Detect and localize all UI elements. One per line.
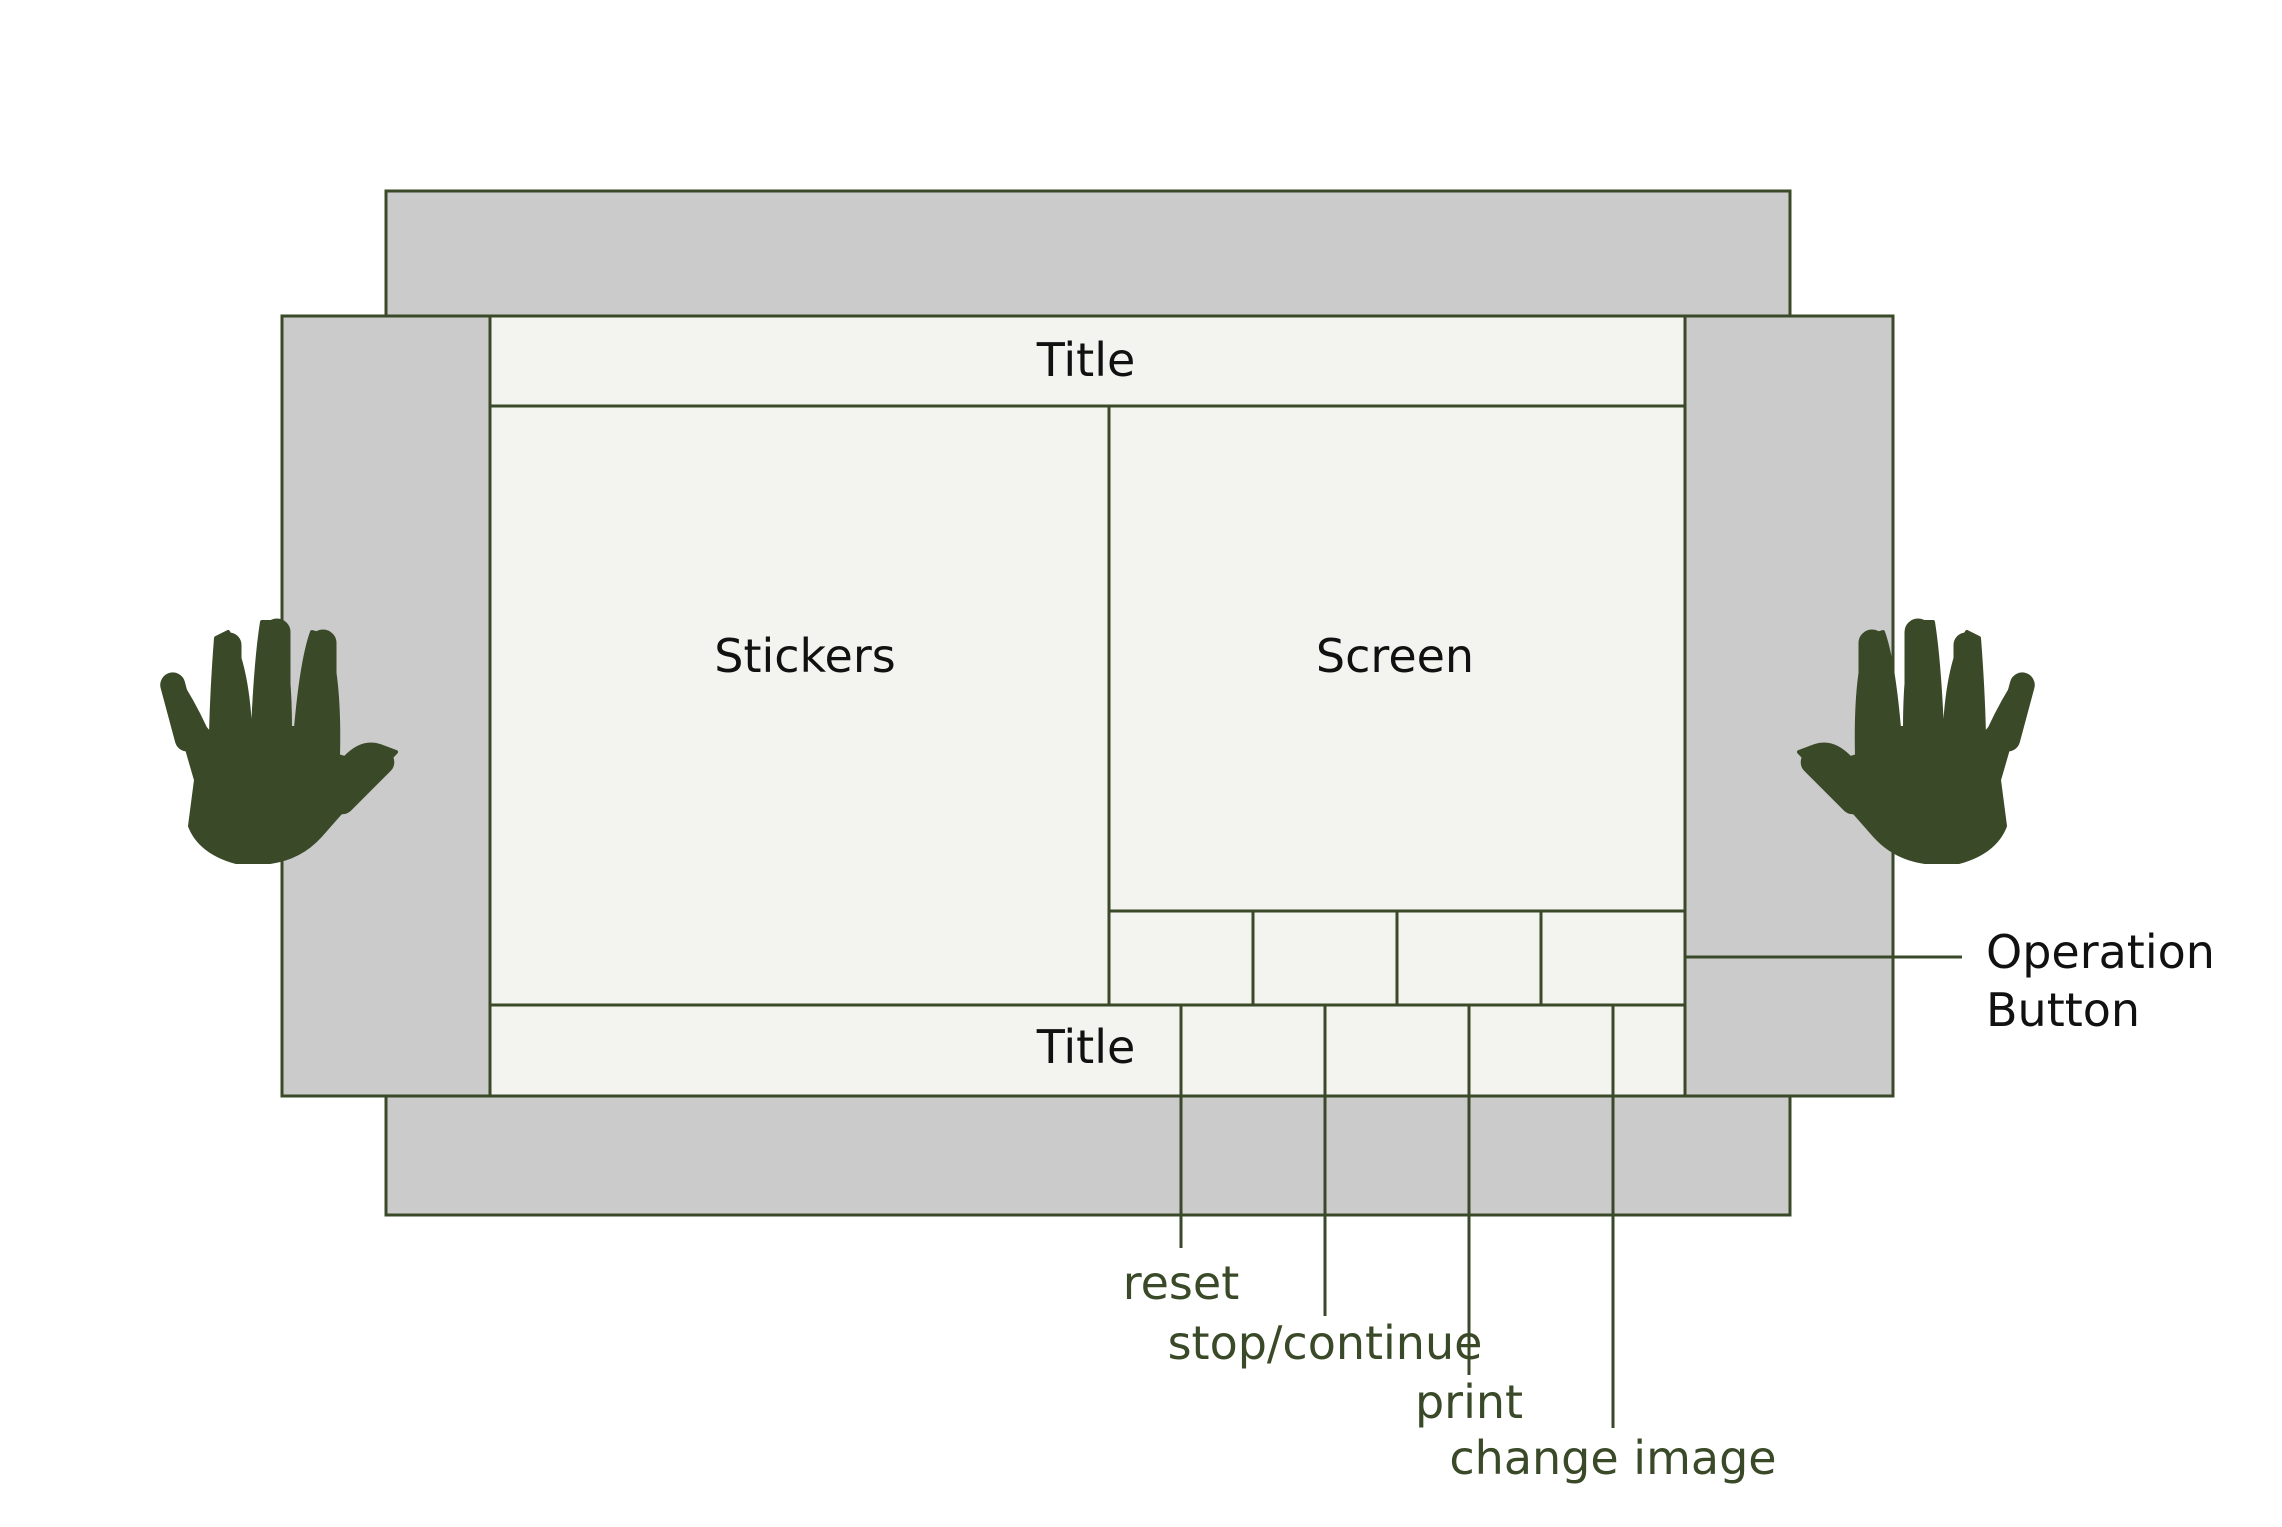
reset-button[interactable] [1107, 909, 1255, 1007]
print-button[interactable] [1395, 909, 1543, 1007]
print-label: print [1415, 1375, 1523, 1429]
change-image-label: change image [1449, 1431, 1776, 1485]
stop-continue-label: stop/continue [1168, 1316, 1483, 1370]
stickers-label: Stickers [714, 629, 895, 683]
operation-button-label-line1: Operation [1986, 925, 2215, 979]
frame-top-bar [384, 189, 1792, 318]
left-hand-icon [160, 618, 398, 864]
right-hand-icon [1797, 618, 2035, 864]
frame-bottom-bar [384, 1094, 1792, 1217]
change-image-button[interactable] [1539, 909, 1687, 1007]
screen-label: Screen [1316, 629, 1474, 683]
title-bottom-label: Title [1036, 1020, 1136, 1074]
operation-button-label-line2: Button [1986, 983, 2140, 1037]
stop-continue-button[interactable] [1251, 909, 1399, 1007]
reset-label: reset [1123, 1256, 1240, 1310]
title-top-label: Title [1036, 333, 1136, 387]
